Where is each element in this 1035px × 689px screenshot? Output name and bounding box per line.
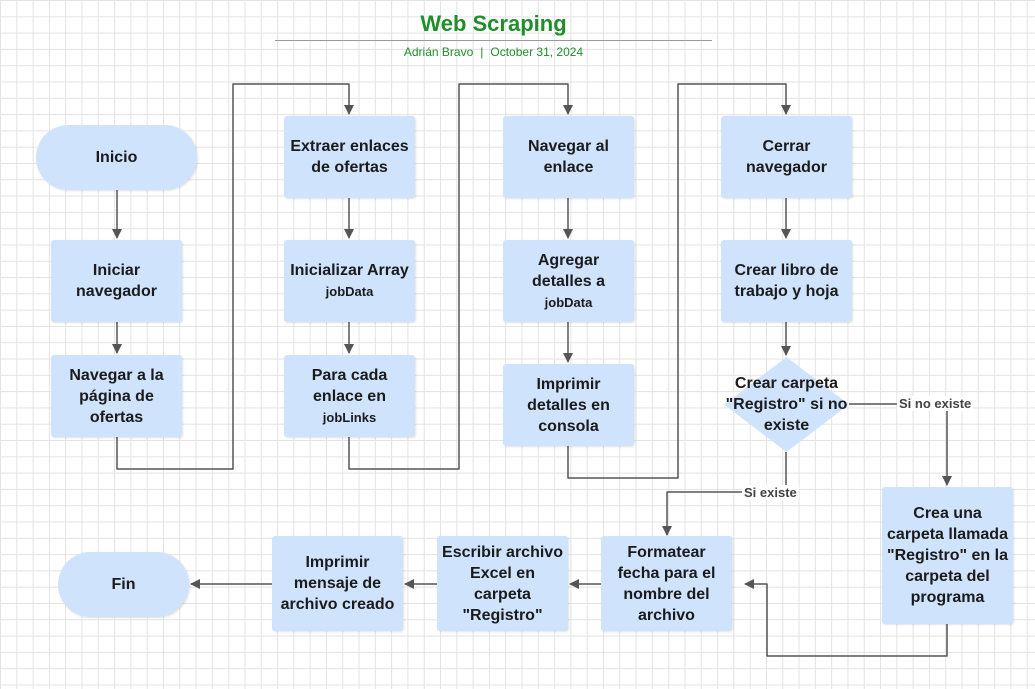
node-extraer-enlaces: Extraer enlaces de ofertas <box>284 116 415 198</box>
node-para-cada-enlace: Para cada enlace en jobLinks <box>284 355 415 437</box>
variable-jobdata: jobData <box>544 294 593 310</box>
node-agregar-detalles: Agregar detalles a jobData <box>503 240 634 322</box>
node-cerrar-navegador: Cerrar navegador <box>721 116 852 198</box>
node-fin: Fin <box>58 552 189 617</box>
node-navegar-pagina-ofertas: Navegar a la página de ofertas <box>51 355 182 437</box>
node-crear-libro: Crear libro de trabajo y hoja <box>721 240 852 322</box>
node-imprimir-mensaje: Imprimir mensaje de archivo creado <box>272 536 403 631</box>
edge-label-si-no-existe: Si no existe <box>897 396 974 411</box>
variable-jobdata: jobData <box>325 284 374 299</box>
author-name: Adrián Bravo <box>403 45 474 59</box>
node-formatear-fecha: Formatear fecha para el nombre del archi… <box>601 536 732 631</box>
node-decision-crear-carpeta: Crear carpeta "Registro" si no existe <box>724 357 849 452</box>
node-crea-una-carpeta: Crea una carpeta llamada "Registro" en l… <box>882 487 1013 624</box>
connector-col2-to-col3 <box>348 83 573 470</box>
diagram-subtitle: Adrián Bravo | October 31, 2024 <box>0 45 987 59</box>
connector-col1-to-col2 <box>116 83 354 470</box>
node-escribir-archivo: Escribir archivo Excel en carpeta "Regis… <box>437 536 568 631</box>
node-inicializar-array: Inicializar Array jobData <box>284 240 415 322</box>
diagram-title: Web Scraping <box>420 11 567 36</box>
connector-crea-carpeta-to-formatear <box>744 579 948 657</box>
connector-decision-existe <box>662 452 787 536</box>
subtitle-separator: | <box>480 45 484 59</box>
node-inicio: Inicio <box>36 125 197 190</box>
edge-label-si-existe: Si existe <box>742 485 799 500</box>
node-navegar-enlace: Navegar al enlace <box>503 116 634 198</box>
node-iniciar-navegador: Iniciar navegador <box>51 240 182 322</box>
document-date: October 31, 2024 <box>490 45 584 59</box>
title-divider <box>275 40 712 41</box>
connector-col3-to-col4 <box>567 83 791 479</box>
node-imprimir-detalles: Imprimir detalles en consola <box>503 364 634 446</box>
variable-joblinks: jobLinks <box>322 409 377 425</box>
